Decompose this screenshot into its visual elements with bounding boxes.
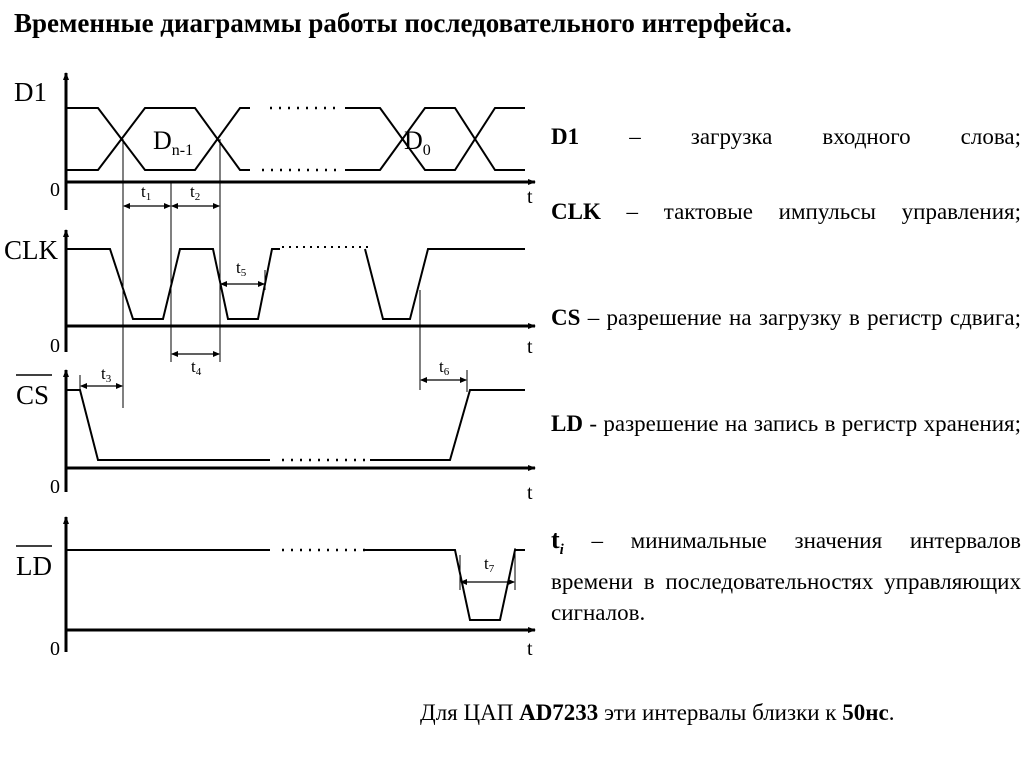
legend-ti: ti – минимальные значения интервалов вре…	[551, 524, 1021, 628]
legend-clk: CLK – тактовые импульсы управления;	[551, 196, 1021, 227]
t1-label: t1	[141, 182, 151, 203]
legend-clk-text: – тактовые импульсы управления;	[600, 199, 1021, 224]
footer-note: Для ЦАП AD7233 эти интервалы близки к 50…	[420, 700, 895, 725]
d0-label: D0	[404, 126, 431, 159]
t7-label: t7	[484, 554, 495, 575]
t5-label: t5	[236, 258, 247, 279]
clk-waveform-2	[364, 248, 525, 320]
legend-ld: LD - разрешение на запись в регистр хран…	[551, 408, 1021, 439]
interval-value: 50нс	[842, 700, 889, 725]
legend-cs: CS – разрешение на загрузку в регистр сд…	[551, 302, 1021, 333]
legend-d1-text: – загрузка входного слова;	[579, 124, 1021, 149]
clk-origin-label: 0	[50, 335, 60, 357]
ld-time-label: t	[527, 638, 533, 660]
d1-signal-label: D1	[14, 77, 47, 107]
d1-waveform-top-2	[345, 107, 525, 171]
d1-waveform-bottom	[66, 107, 250, 171]
d1-time-label: t	[527, 186, 533, 208]
clk-signal-label: CLK	[4, 235, 59, 265]
legend-ti-text: – минимальные значения интервалов времен…	[551, 528, 1021, 626]
t6-label: t6	[439, 357, 450, 378]
legend-cs-term: CS	[551, 305, 581, 330]
d1-waveform-bottom-2	[345, 107, 525, 171]
cs-waveform	[66, 389, 270, 461]
cs-origin-label: 0	[50, 476, 60, 498]
legend-d1-term: D1	[551, 124, 580, 149]
clk-time-label: t	[527, 336, 533, 358]
cs-signal-label: CS	[16, 380, 49, 410]
legend-ld-term: LD	[551, 411, 583, 436]
legend-ld-text: - разрешение на запись в регистр хранени…	[582, 411, 1021, 436]
ld-origin-label: 0	[50, 638, 60, 660]
dn-1-label: Dn-1	[153, 126, 193, 159]
chip-name: AD7233	[519, 700, 599, 725]
ld-waveform-2	[365, 549, 525, 621]
legend-ti-term: ti	[551, 525, 564, 559]
page-title: Временные диаграммы работы последователь…	[14, 8, 792, 38]
d1-origin-label: 0	[50, 179, 60, 201]
legend-clk-term: CLK	[551, 199, 601, 224]
d1-waveform-top	[66, 107, 250, 171]
legend-d1: D1 – загрузка входного слова;	[551, 121, 1021, 152]
legend-cs-text: – разрешение на загрузку в регистр сдвиг…	[580, 305, 1021, 330]
t2-label: t2	[190, 182, 200, 203]
cs-time-label: t	[527, 482, 533, 504]
cs-waveform-2	[370, 389, 525, 461]
t4-label: t4	[191, 357, 202, 378]
t3-label: t3	[101, 364, 112, 385]
ld-signal-label: LD	[16, 551, 52, 581]
